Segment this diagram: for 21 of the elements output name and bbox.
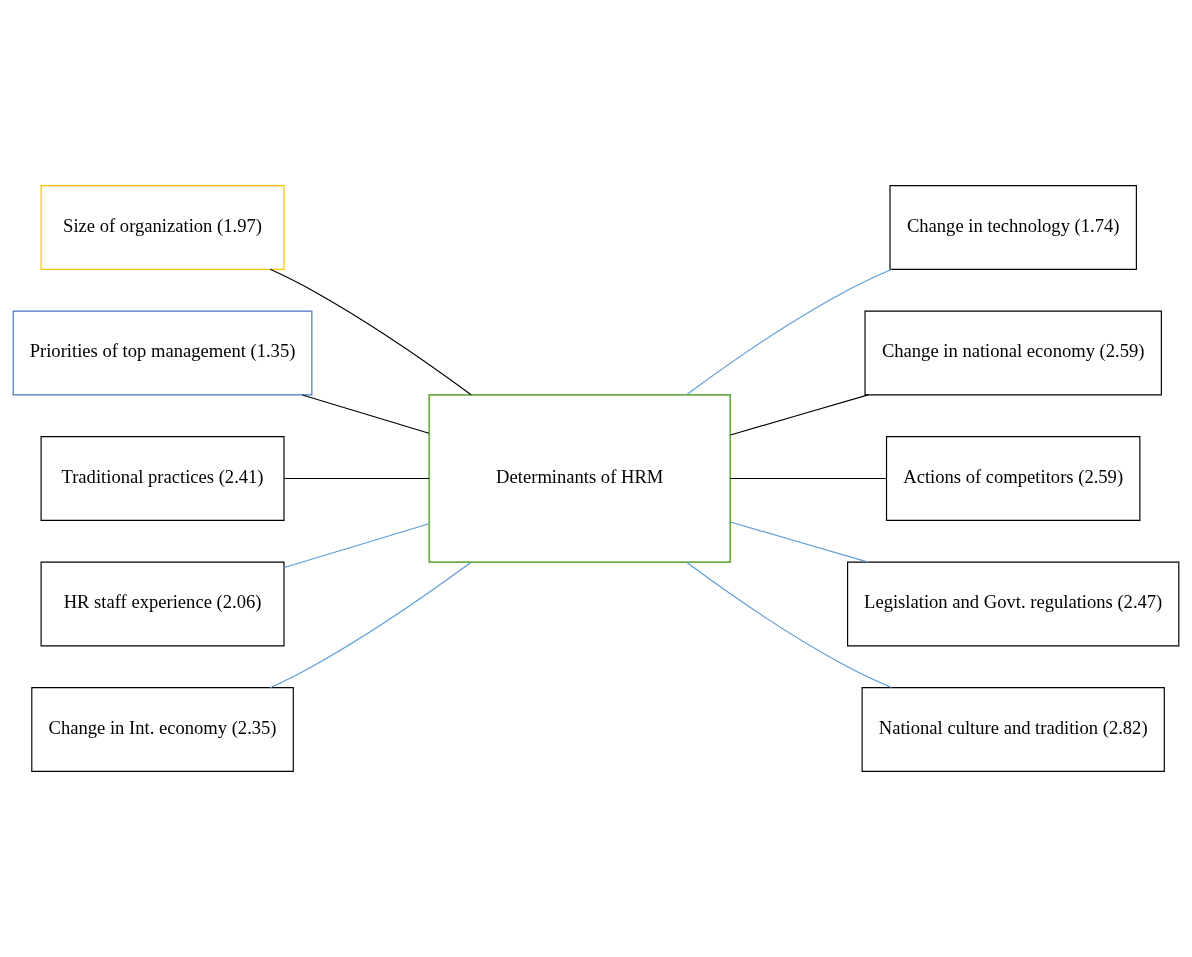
node-box: Change in Int. economy (2.35) — [31, 687, 294, 772]
connector — [283, 523, 430, 569]
node-box: Traditional practices (2.41) — [40, 436, 285, 521]
connector — [729, 477, 887, 480]
connector — [729, 521, 869, 563]
node-box: Change in national economy (2.59) — [864, 310, 1162, 396]
node-box: Actions of competitors (2.59) — [885, 436, 1141, 521]
connector — [283, 477, 430, 480]
connector — [301, 394, 430, 434]
node-box: Priorities of top management (1.35) — [12, 310, 313, 396]
node-box: Legislation and Govt. regulations (2.47) — [847, 561, 1180, 647]
connector — [686, 561, 893, 689]
connector — [269, 561, 472, 689]
node-box: Determinants of HRM — [428, 393, 732, 564]
connector — [686, 268, 893, 396]
node-box: National culture and tradition (2.82) — [861, 687, 1165, 772]
connector — [269, 268, 472, 396]
connector — [729, 394, 869, 436]
node-box: Change in technology (1.74) — [889, 185, 1137, 270]
node-box: HR staff experience (2.06) — [40, 561, 285, 647]
node-box: Size of organization (1.97) — [40, 185, 285, 270]
